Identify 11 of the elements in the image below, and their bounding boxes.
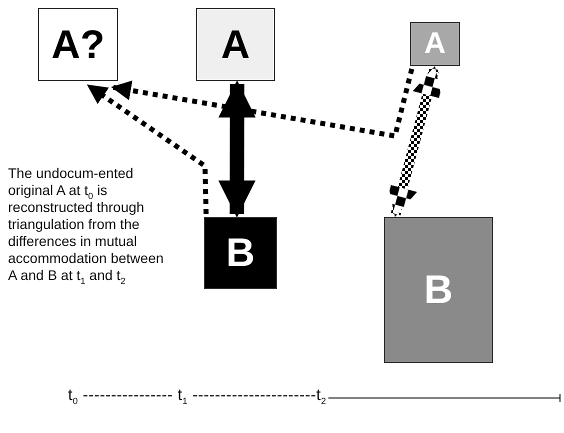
box: A xyxy=(196,8,275,81)
box: B xyxy=(384,217,493,363)
box: A xyxy=(410,22,460,66)
dotted-arrow xyxy=(86,84,209,214)
box: B xyxy=(204,217,277,289)
uncertain-box: A? xyxy=(38,8,118,81)
timeline-label: t$_{0}$ ---------------- t$_{1}$ ----------------------t$_{2}$ xyxy=(68,387,326,405)
description-text: The undocum-ented original A at t$_{0}$ is reconstructed through triangulation from the differences in mutual accommodation between A and B at t$_{1}$ and t$_{2}$ xyxy=(8,165,165,284)
arrow xyxy=(218,80,256,218)
checkered-arrow xyxy=(388,66,442,217)
dotted-arrow xyxy=(111,68,414,139)
